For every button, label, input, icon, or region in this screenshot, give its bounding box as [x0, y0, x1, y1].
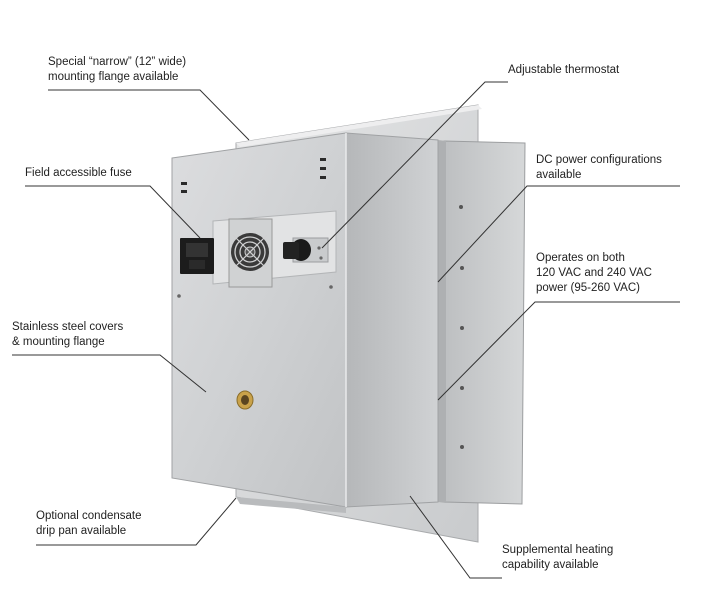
callout-stainless: Stainless steel covers & mounting flange: [12, 321, 124, 348]
rear-screw-2: [460, 266, 464, 270]
leader-voltage: [437, 301, 680, 401]
leader-supplemental: [409, 495, 502, 579]
callout-narrow-flange: Special “narrow” (12” wide) mounting fla…: [48, 56, 187, 83]
callout-dc-power: DC power configurations available: [536, 154, 662, 181]
leader-stainless: [12, 354, 207, 393]
leader-lines: [12, 81, 680, 579]
rear-screw-5: [460, 445, 464, 449]
rear-enclosure: [438, 140, 526, 505]
vent-slot-1: [181, 182, 187, 185]
leader-fuse: [25, 185, 201, 239]
callout-supplemental: Supplemental heating capability availabl…: [502, 544, 614, 571]
callout-fuse: Field accessible fuse: [25, 167, 132, 179]
thermostat-knob: [283, 237, 329, 263]
vent-slot-3: [320, 158, 326, 161]
leader-drip-pan: [36, 497, 237, 546]
callout-voltage: Operates on both 120 VAC and 240 VAC pow…: [536, 252, 652, 294]
fan-grille: [228, 218, 273, 288]
rear-screw-3: [460, 326, 464, 330]
leader-dc-power: [437, 185, 680, 283]
callout-drip-pan: Optional condensate drip pan available: [36, 510, 142, 537]
vent-slot-5: [320, 176, 326, 179]
fuse-holder: [180, 238, 214, 274]
front-cover: [171, 132, 439, 513]
vent-slot-4: [320, 167, 326, 170]
callout-thermostat: Adjustable thermostat: [508, 64, 620, 76]
leader-thermostat: [321, 81, 508, 249]
rear-screw-4: [460, 386, 464, 390]
leader-narrow-flange: [48, 89, 250, 141]
rear-screw-1: [459, 205, 463, 209]
drain-fitting: [236, 390, 254, 410]
component-panel: [180, 210, 337, 288]
vent-slot-2: [181, 190, 187, 193]
